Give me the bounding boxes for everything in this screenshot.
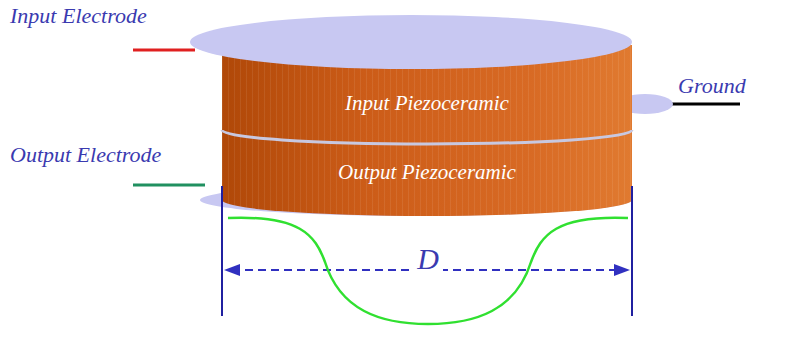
ground-wire <box>665 103 740 106</box>
terminal-label: Ground <box>678 74 746 98</box>
dimension-label: D <box>413 242 443 275</box>
layer-seam <box>222 130 632 144</box>
electrode-label: Output Electrode <box>10 143 161 167</box>
piezo-layer: Input Piezoceramic <box>222 80 632 126</box>
output-wire <box>133 184 205 187</box>
piezo-layer: Output Piezoceramic <box>222 150 632 194</box>
dimension-extension <box>631 186 633 316</box>
cylinder-body <box>222 45 632 216</box>
electrode-label: Input Electrode <box>10 4 147 28</box>
cylinder-texture <box>222 45 632 216</box>
dimension-arrow <box>614 264 630 276</box>
dimension-arrow <box>224 264 240 276</box>
input-wire <box>133 49 195 52</box>
dimension-extension <box>221 186 223 316</box>
layer-label: Output Piezoceramic <box>338 160 516 185</box>
layer-label: Input Piezoceramic <box>345 91 509 116</box>
input-electrode <box>190 15 632 69</box>
vibration-mode-curve <box>228 218 628 324</box>
